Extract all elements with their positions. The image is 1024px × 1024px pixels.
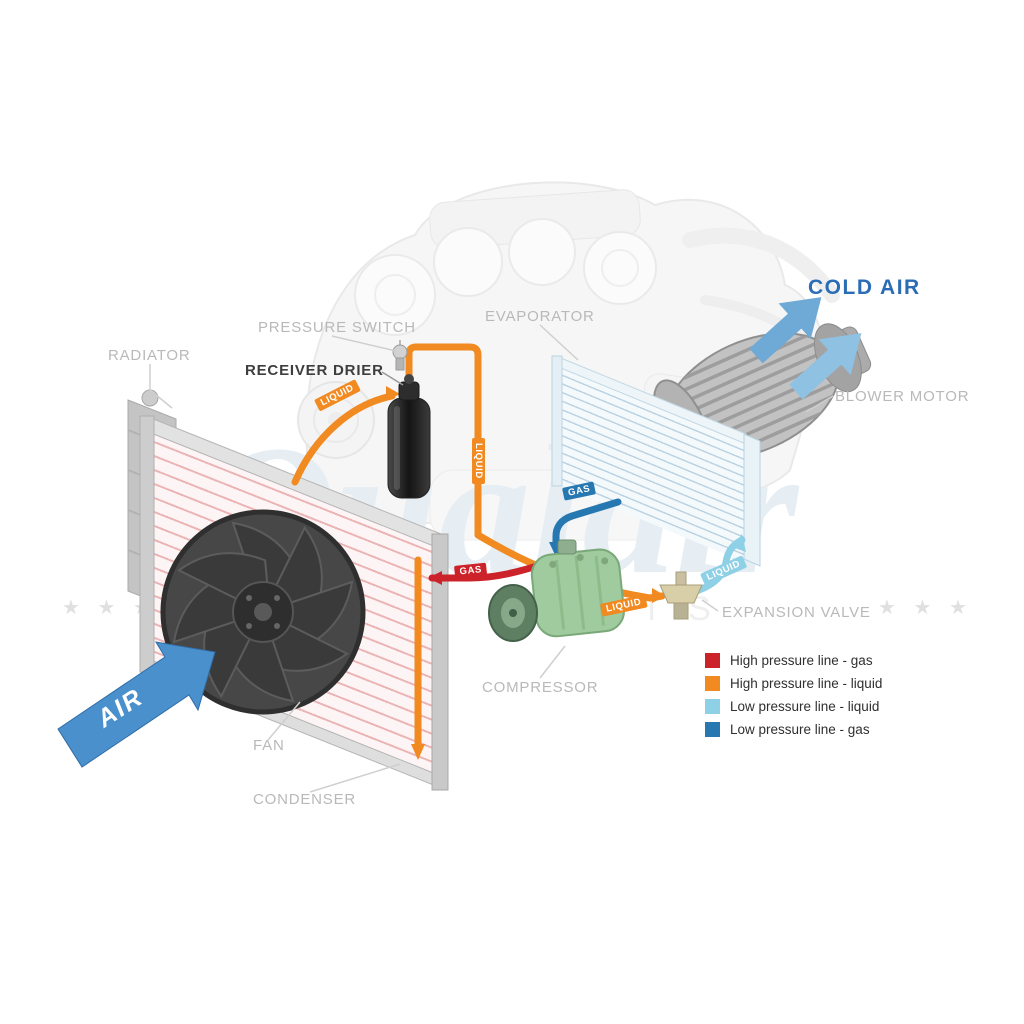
- cold-air-arrows: [749, 297, 862, 400]
- legend-swatch-low-liquid: [705, 699, 720, 714]
- receiver-drier-label: RECEIVER DRIER: [245, 362, 384, 379]
- blower-motor-label: BLOWER MOTOR: [835, 388, 970, 405]
- legend-label-high-liquid: High pressure line - liquid: [730, 676, 883, 691]
- pressure-switch-label: PRESSURE SWITCH: [258, 319, 416, 336]
- legend-swatch-high-liquid: [705, 676, 720, 691]
- air-flow-arrow: [57, 641, 216, 768]
- radiator-label: RADIATOR: [108, 347, 191, 364]
- pipe-high-liquid-a: [291, 392, 396, 486]
- legend-label-low-liquid: Low pressure line - liquid: [730, 699, 880, 714]
- legend-row-high-gas: High pressure line - gas: [705, 653, 882, 668]
- fan-label: FAN: [253, 737, 285, 754]
- legend-label-low-gas: Low pressure line - gas: [730, 722, 870, 737]
- pipe-low-gas: [552, 498, 622, 550]
- watermark-stars-left: ★ ★ ★: [62, 597, 157, 619]
- label-leader-lines: [149, 324, 834, 793]
- condenser-label: CONDENSER: [253, 791, 357, 808]
- expansion-valve-label: EXPANSION VALVE: [722, 604, 871, 621]
- evaporator-label: EVAPORATOR: [485, 308, 595, 325]
- legend: High pressure line - gas High pressure l…: [705, 653, 882, 745]
- legend-swatch-high-gas: [705, 653, 720, 668]
- compressor-label: COMPRESSOR: [482, 679, 599, 696]
- receiver-drier-part: [387, 374, 431, 499]
- legend-row-low-liquid: Low pressure line - liquid: [705, 699, 882, 714]
- pressure-switch-part: [392, 340, 408, 371]
- watermark-stars-right: ★ ★ ★: [878, 597, 973, 619]
- cold-air-arrow-back: [789, 333, 862, 400]
- liquid-badge-vertical: LIQUID: [472, 438, 485, 484]
- legend-row-low-gas: Low pressure line - gas: [705, 722, 882, 737]
- legend-label-high-gas: High pressure line - gas: [730, 653, 873, 668]
- fan-part: [160, 509, 366, 715]
- evaporator-frame: [551, 355, 761, 567]
- cold-air-arrow-front: [749, 297, 822, 364]
- legend-swatch-low-gas: [705, 722, 720, 737]
- expansion-valve-part: [659, 571, 703, 620]
- legend-row-high-liquid: High pressure line - liquid: [705, 676, 882, 691]
- cold-air-label: COLD AIR: [808, 276, 921, 299]
- compressor-part: [488, 539, 625, 642]
